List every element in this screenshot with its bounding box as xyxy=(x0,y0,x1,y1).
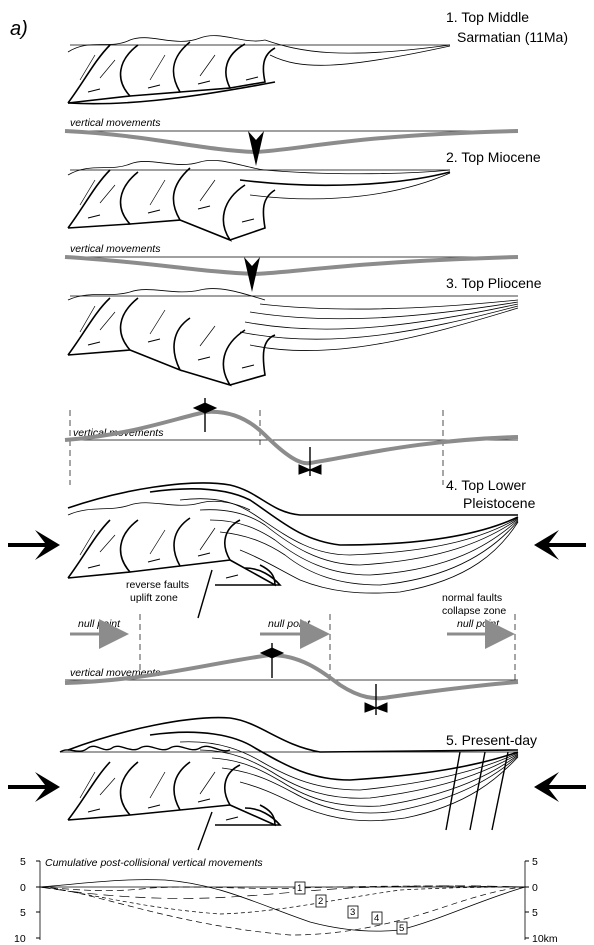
right-tick-4: 10km xyxy=(532,933,558,945)
curve-label-5: 5 xyxy=(399,923,404,934)
compression-arrow-right-4 xyxy=(534,530,586,560)
stage-3-title: Top Pliocene xyxy=(461,275,541,291)
right-tick-1: 5 xyxy=(532,856,538,868)
curve-label-4: 4 xyxy=(374,913,379,924)
curve-label-2: 2 xyxy=(318,896,323,907)
left-tick-3: 5 xyxy=(20,907,26,919)
null-point-label-1: null point xyxy=(78,618,121,630)
right-tick-2: 0 xyxy=(532,882,538,894)
stage-5-title: Present-day xyxy=(462,732,537,748)
stage-3-label: 3. Top Pliocene xyxy=(446,275,542,291)
stage-4-number: 4. xyxy=(446,477,458,493)
left-tick-4: 10 xyxy=(14,933,26,945)
curve-label-3: 3 xyxy=(350,907,355,918)
stage-4-title-line2: Pleistocene xyxy=(463,495,536,511)
stage-2-label: 2. Top Miocene xyxy=(446,149,541,165)
anticline-symbol-4 xyxy=(261,643,283,678)
null-point-label-2: null point xyxy=(268,618,311,630)
stage-1-title-line2: Sarmatian (11Ma) xyxy=(457,29,568,45)
movement-curve-4 xyxy=(65,655,518,698)
vertical-movements-label-1: vertical movements xyxy=(70,117,161,129)
stage-5-number: 5. xyxy=(446,732,458,748)
right-tick-3: 5 xyxy=(532,907,538,919)
stage-4-title: Top Lower xyxy=(461,477,526,493)
panel-label: a) xyxy=(10,18,28,40)
stage-1-label: 1. Top Middle xyxy=(446,9,529,25)
left-tick-2: 0 xyxy=(20,882,26,894)
stage-2-number: 2. xyxy=(446,149,458,165)
compression-arrow-left-5 xyxy=(8,772,60,802)
stage-1-title: Top Middle xyxy=(461,9,529,25)
compression-arrow-right-5 xyxy=(534,772,586,802)
stage-5-label: 5. Present-day xyxy=(446,732,537,748)
stage-4-label: 4. Top Lower xyxy=(446,477,526,493)
stage-1-number: 1. xyxy=(446,9,458,25)
collapse-zone-label: collapse zone xyxy=(442,605,506,617)
movement-curve-2 xyxy=(65,257,518,274)
normal-faults-label: normal faults xyxy=(442,592,502,604)
stage-2-section xyxy=(68,160,450,240)
uplift-zone-label: uplift zone xyxy=(130,592,178,604)
reverse-faults-label: reverse faults xyxy=(126,579,189,591)
stage-2-title: Top Miocene xyxy=(461,149,541,165)
stage-1-section xyxy=(68,36,450,104)
vertical-movements-label-2: vertical movements xyxy=(70,243,161,255)
cumulative-chart-title: Cumulative post-collisional vertical mov… xyxy=(45,857,263,869)
compression-arrow-left-4 xyxy=(8,530,60,560)
stage-3-number: 3. xyxy=(446,275,458,291)
cumulative-chart xyxy=(36,861,529,940)
subsidence-arrow-1 xyxy=(248,131,264,166)
curve-label-1: 1 xyxy=(297,883,302,894)
stage-3-section xyxy=(68,289,518,385)
null-point-label-3: null point xyxy=(457,618,500,630)
left-tick-1: 5 xyxy=(20,856,26,868)
